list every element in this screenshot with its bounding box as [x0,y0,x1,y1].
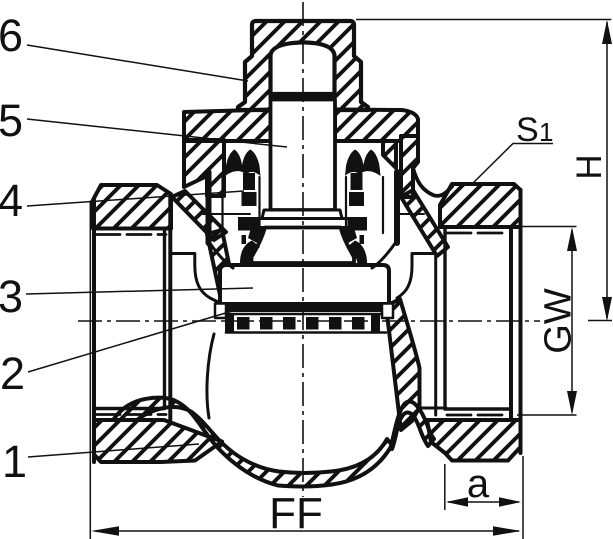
svg-text:H: H [570,154,609,179]
svg-text:GW: GW [538,288,580,354]
svg-text:3: 3 [0,271,23,322]
svg-text:6: 6 [0,10,23,61]
svg-text:FF: FF [269,489,323,538]
svg-text:a: a [467,462,490,506]
svg-text:1: 1 [2,436,27,487]
svg-text:4: 4 [0,175,23,226]
svg-text:2: 2 [0,348,25,399]
svg-text:5: 5 [0,95,23,146]
svg-text:1: 1 [539,117,553,147]
svg-text:S: S [516,111,539,149]
